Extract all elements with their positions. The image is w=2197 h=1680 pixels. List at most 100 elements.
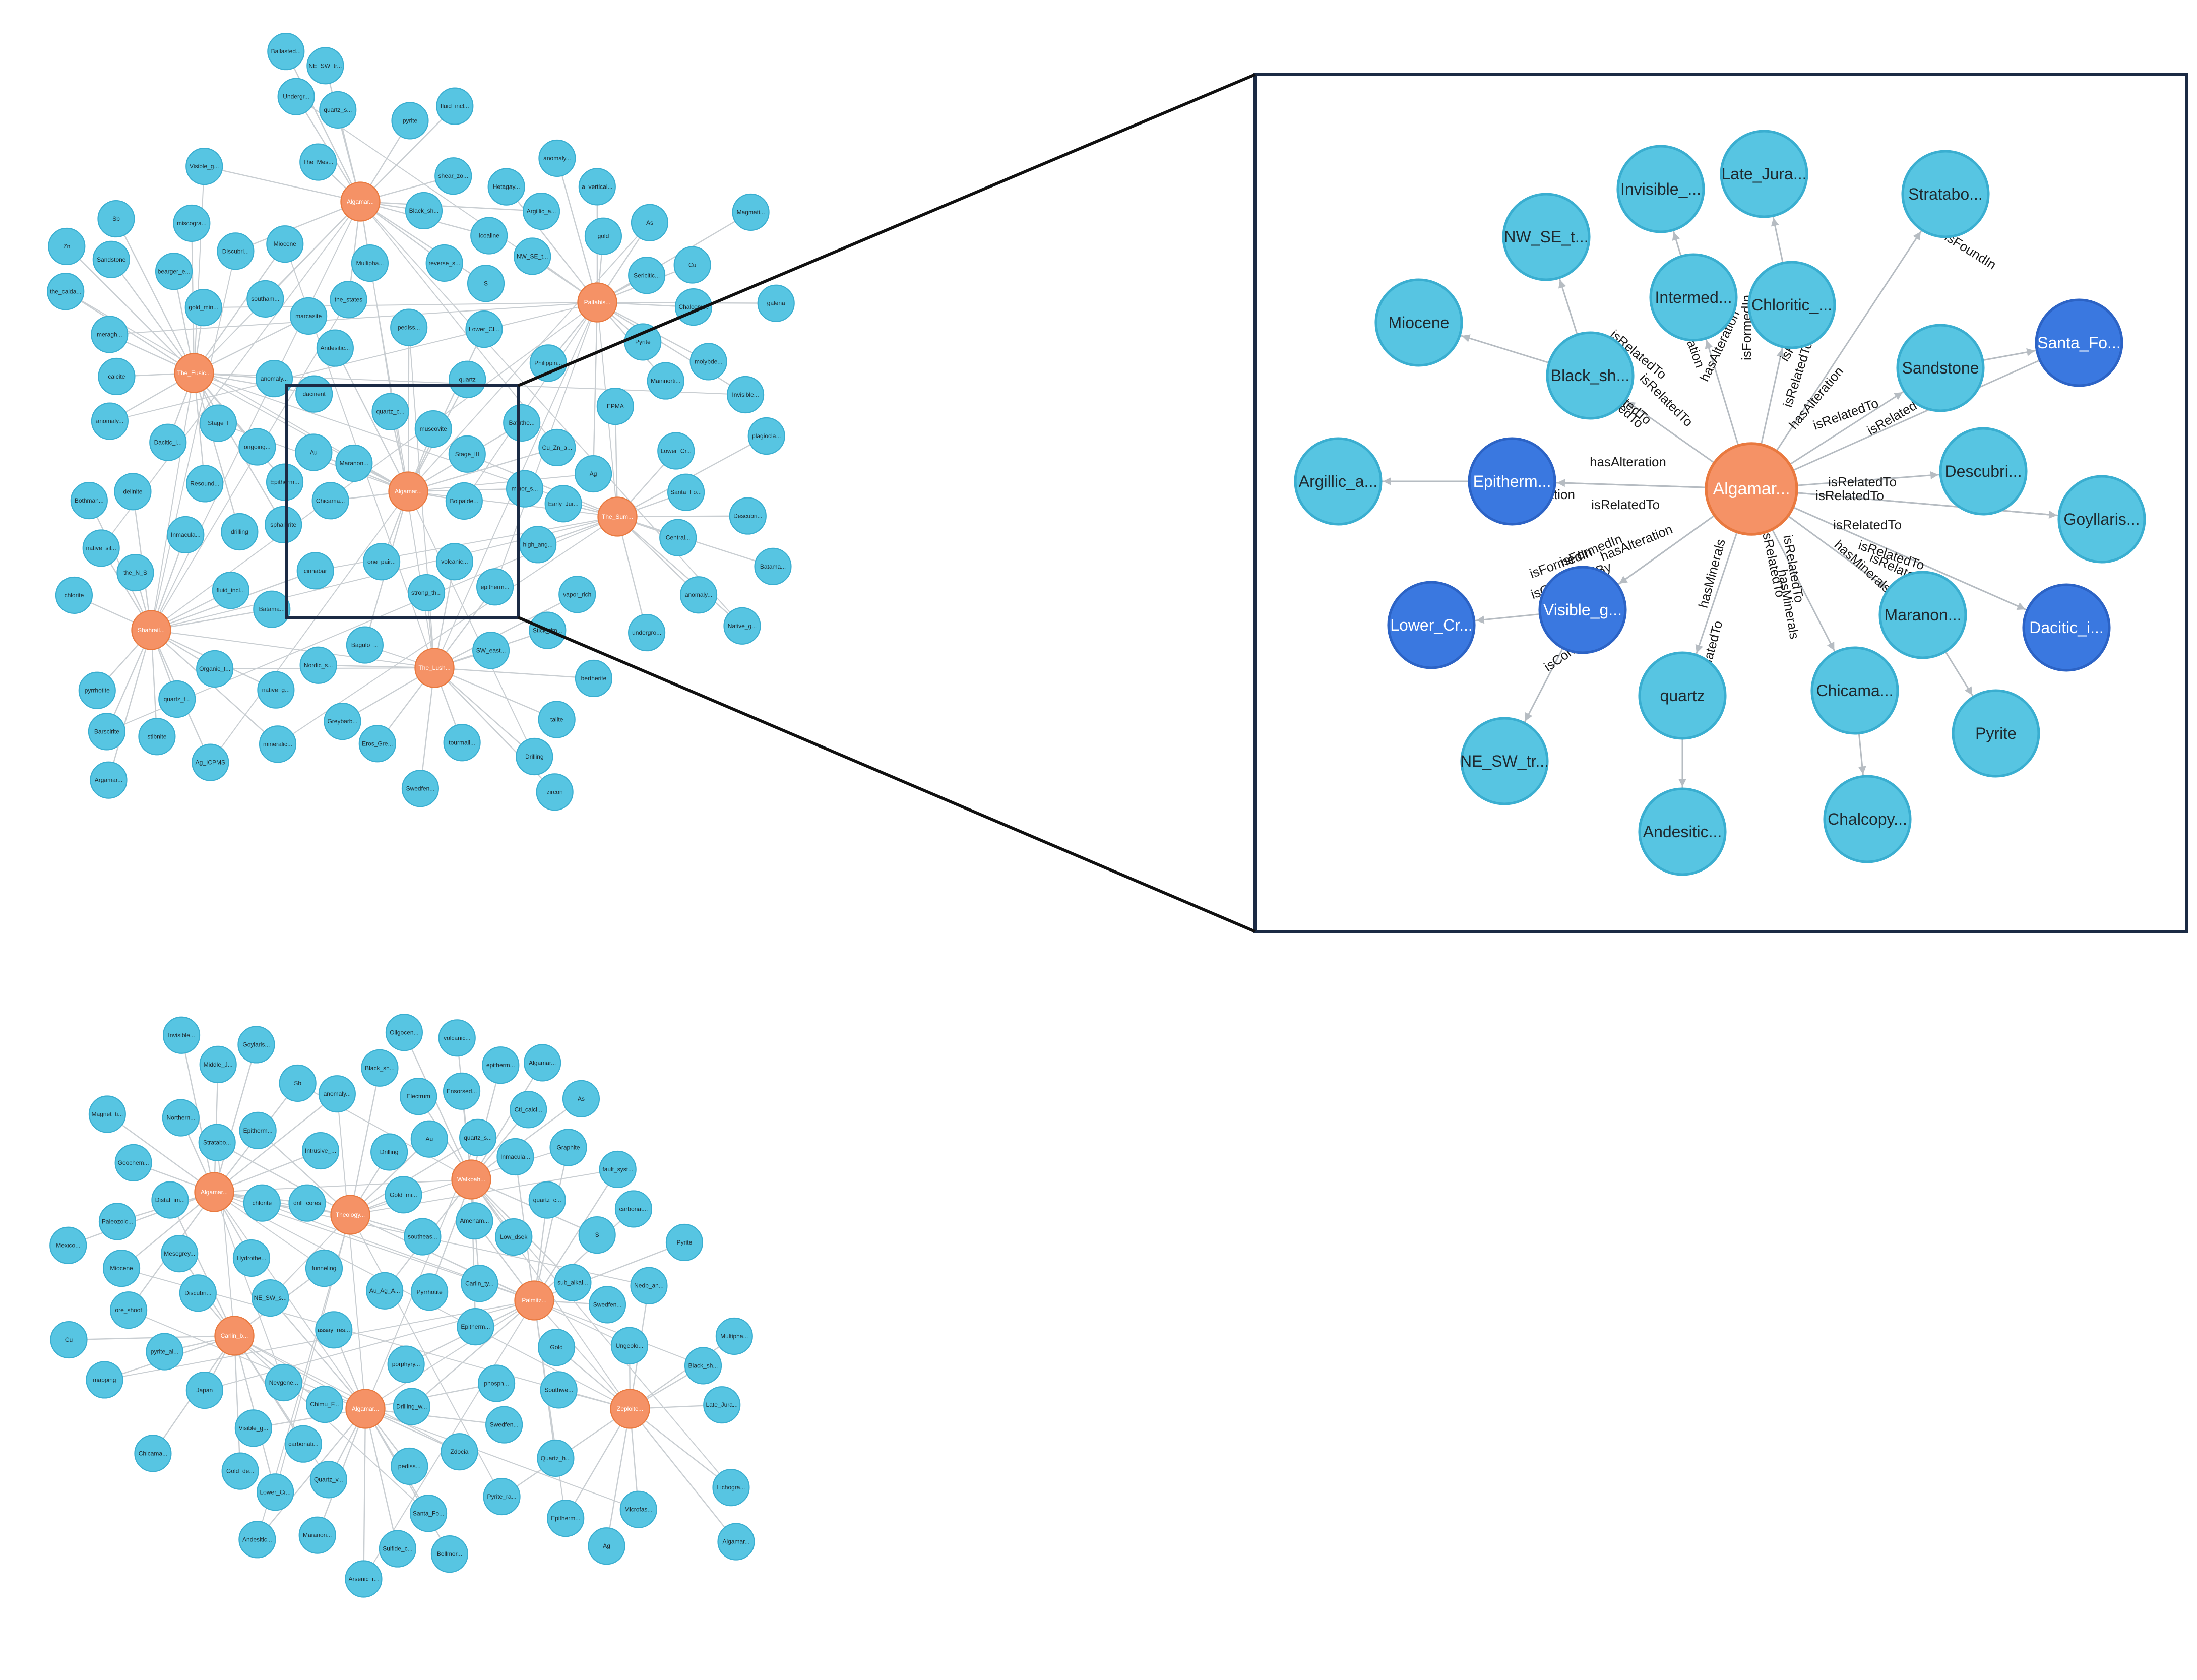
top-graph-node-circle[interactable]: [299, 646, 337, 684]
top-graph-node-circle[interactable]: [185, 148, 223, 185]
top-graph-node[interactable]: Chicama...: [311, 482, 349, 520]
top-graph[interactable]: Batuthe...Batama...Central...Batama...vo…: [47, 33, 795, 811]
top-graph-node-circle[interactable]: [88, 713, 125, 751]
top-graph-node-circle[interactable]: [476, 568, 514, 606]
top-graph-node[interactable]: Swedfen...: [401, 770, 440, 807]
top-graph-node[interactable]: Greybarb...: [324, 703, 361, 740]
top-graph-node-circle[interactable]: [335, 444, 373, 482]
top-graph-node-circle[interactable]: [536, 773, 574, 811]
detail-node[interactable]: Andesitic...: [1638, 787, 1727, 876]
top-graph-node[interactable]: Descubri...: [729, 497, 767, 535]
detail-node-circle[interactable]: [1294, 437, 1383, 526]
bottom-graph-node[interactable]: Middle_J...: [199, 1045, 237, 1083]
bottom-graph-node-circle[interactable]: [98, 1203, 137, 1240]
bottom-graph-node-circle[interactable]: [114, 1144, 152, 1181]
top-graph-node[interactable]: Lower_Cr...: [657, 432, 695, 470]
top-graph-node-circle[interactable]: [48, 227, 86, 266]
top-graph-node[interactable]: fluid_incl...: [212, 572, 249, 609]
top-graph-node[interactable]: cinnabar: [296, 552, 334, 590]
top-graph-center-node-circle[interactable]: [174, 353, 214, 393]
top-graph-node[interactable]: shear_zo...: [434, 157, 472, 195]
bottom-graph-node[interactable]: Black_sh...: [361, 1049, 399, 1087]
top-graph-node[interactable]: pyrite: [391, 102, 429, 140]
top-graph-node-circle[interactable]: [92, 240, 130, 278]
detail-node-circle[interactable]: [1387, 581, 1476, 669]
bottom-graph-node-circle[interactable]: [483, 1477, 521, 1516]
top-graph-node[interactable]: mineralic...: [259, 725, 297, 763]
top-graph-node-circle[interactable]: [723, 607, 761, 645]
top-graph-node-circle[interactable]: [584, 217, 622, 255]
bottom-graph-node-circle[interactable]: [234, 1409, 272, 1447]
top-graph-node[interactable]: Bolpalde...: [445, 482, 483, 520]
detail-node[interactable]: Lower_Cr...: [1387, 581, 1476, 669]
top-graph-node[interactable]: Ag: [575, 455, 612, 493]
top-graph-node-circle[interactable]: [401, 770, 440, 807]
top-graph-node-circle[interactable]: [296, 552, 334, 590]
top-graph-node-circle[interactable]: [316, 329, 354, 367]
bottom-graph-node-circle[interactable]: [239, 1111, 277, 1149]
bottom-graph-center-node[interactable]: Palmitz...: [514, 1280, 554, 1321]
top-graph-node-circle[interactable]: [390, 308, 428, 346]
bottom-graph-node-circle[interactable]: [684, 1347, 722, 1385]
bottom-graph-node-circle[interactable]: [456, 1202, 493, 1240]
bottom-graph-node-circle[interactable]: [88, 1095, 126, 1133]
top-graph-node[interactable]: Sb: [97, 200, 135, 238]
detail-node-circle[interactable]: [1546, 331, 1635, 420]
bottom-graph-node-circle[interactable]: [430, 1535, 469, 1573]
detail-node[interactable]: Pyrite: [1952, 689, 2040, 778]
top-graph-node[interactable]: Zn: [48, 227, 86, 266]
top-graph-node[interactable]: the_N_S: [116, 553, 154, 592]
top-graph-node-circle[interactable]: [628, 614, 666, 652]
bottom-graph-center-node-circle[interactable]: [345, 1389, 386, 1429]
bottom-graph-node[interactable]: Ensorsed...: [443, 1072, 481, 1110]
bottom-graph-node-circle[interactable]: [393, 1388, 430, 1425]
detail-node[interactable]: Invisible_...: [1616, 145, 1705, 233]
bottom-graph-center-node[interactable]: Algamar...: [345, 1389, 386, 1429]
bottom-graph-node[interactable]: fault_syst...: [599, 1150, 637, 1189]
bottom-graph-node[interactable]: Northern...: [162, 1099, 200, 1137]
top-graph-node-circle[interactable]: [443, 724, 481, 762]
bottom-graph-node[interactable]: Maranon...: [298, 1516, 336, 1554]
bottom-graph-node[interactable]: Swedfen...: [485, 1406, 523, 1444]
top-graph-node-circle[interactable]: [575, 455, 612, 493]
top-graph-node-circle[interactable]: [506, 470, 544, 508]
top-graph-node[interactable]: Magmati...: [732, 193, 770, 231]
bottom-graph-node-circle[interactable]: [524, 1044, 561, 1082]
top-graph-node-circle[interactable]: [647, 362, 684, 400]
bottom-graph-node[interactable]: Lichogra...: [712, 1469, 750, 1507]
detail-node[interactable]: Late_Jura...: [1720, 130, 1808, 218]
bottom-graph-node-circle[interactable]: [110, 1291, 148, 1329]
bottom-graph-node-circle[interactable]: [495, 1218, 533, 1256]
top-graph-node[interactable]: quartz: [449, 360, 486, 398]
bottom-graph-node[interactable]: Miocene: [102, 1250, 141, 1287]
top-graph-node-circle[interactable]: [727, 376, 765, 414]
top-graph-node[interactable]: meragh...: [91, 316, 129, 353]
top-graph-node[interactable]: Bagulo_...: [346, 626, 384, 664]
top-graph-node-circle[interactable]: [199, 404, 237, 442]
top-graph-node-circle[interactable]: [523, 192, 560, 230]
bottom-graph-node[interactable]: Swedfen...: [588, 1286, 626, 1324]
bottom-graph-node[interactable]: quartz_c...: [528, 1181, 566, 1219]
bottom-graph-node[interactable]: Gold_mi...: [385, 1176, 422, 1214]
bottom-graph-node-circle[interactable]: [578, 1216, 616, 1254]
top-graph-node[interactable]: NW_SE_t...: [514, 237, 551, 275]
bottom-graph-node-circle[interactable]: [50, 1321, 88, 1359]
top-graph-node-circle[interactable]: [544, 485, 582, 523]
bottom-graph-node[interactable]: epitherm...: [482, 1046, 520, 1084]
bottom-graph-node-circle[interactable]: [461, 1265, 498, 1302]
top-graph-node[interactable]: Early_Jur...: [544, 485, 582, 523]
detail-node[interactable]: Dacitic_i...: [2022, 583, 2111, 672]
detail-node-circle[interactable]: [2035, 298, 2123, 387]
bottom-graph-node-circle[interactable]: [237, 1026, 275, 1064]
top-graph-node[interactable]: pediss...: [390, 308, 428, 346]
top-graph-node-circle[interactable]: [470, 217, 508, 255]
bottom-graph-node[interactable]: Visible_g...: [234, 1409, 272, 1447]
detail-node-circle[interactable]: [1952, 689, 2040, 778]
top-graph-node-circle[interactable]: [238, 428, 276, 466]
bottom-graph-node[interactable]: mapping: [86, 1361, 123, 1399]
bottom-graph-node[interactable]: NE_SW_s...: [252, 1279, 289, 1317]
detail-node[interactable]: quartz: [1638, 651, 1727, 740]
detail-node[interactable]: NW_SE_t...: [1502, 193, 1591, 281]
top-graph-node-circle[interactable]: [465, 310, 503, 348]
top-graph-node[interactable]: talite: [538, 701, 576, 738]
